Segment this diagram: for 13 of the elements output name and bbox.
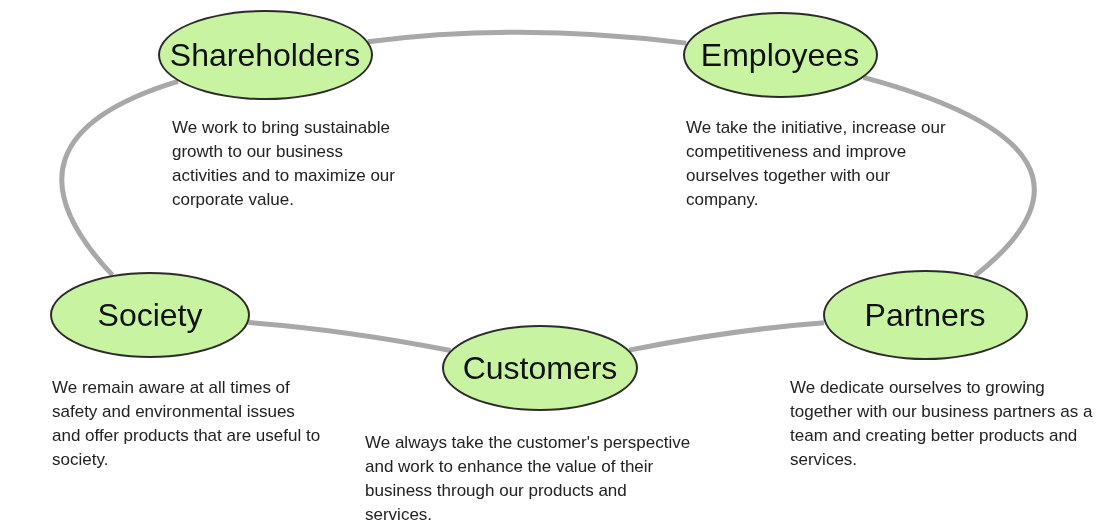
ring-connector (862, 74, 1037, 278)
stakeholder-name: Customers (462, 349, 618, 387)
description-text: We always take the customer's perspective and work to enhance the value of their business through our products and services. (365, 432, 692, 525)
description-text: We work to bring sustainable growth to our business activities and to maximize our corporate value. (172, 117, 396, 211)
stakeholder-name: Society (97, 296, 203, 334)
stakeholder-name: Shareholders (169, 36, 361, 74)
stakeholder-name: Employees (700, 36, 860, 74)
ring-connector (248, 320, 451, 353)
stakeholder-name: Partners (864, 296, 986, 334)
description-text: We dedicate ourselves to growing together with our business partners as a team and creating better products and services. (790, 377, 1094, 471)
description-text: We take the initiative, increase our competitiveness and improve ourselves together with our company. (686, 117, 947, 211)
ring-connector (628, 320, 825, 353)
description-text: We remain aware at all times of safety and environmental issues and offer products that are useful to society. (52, 377, 322, 471)
